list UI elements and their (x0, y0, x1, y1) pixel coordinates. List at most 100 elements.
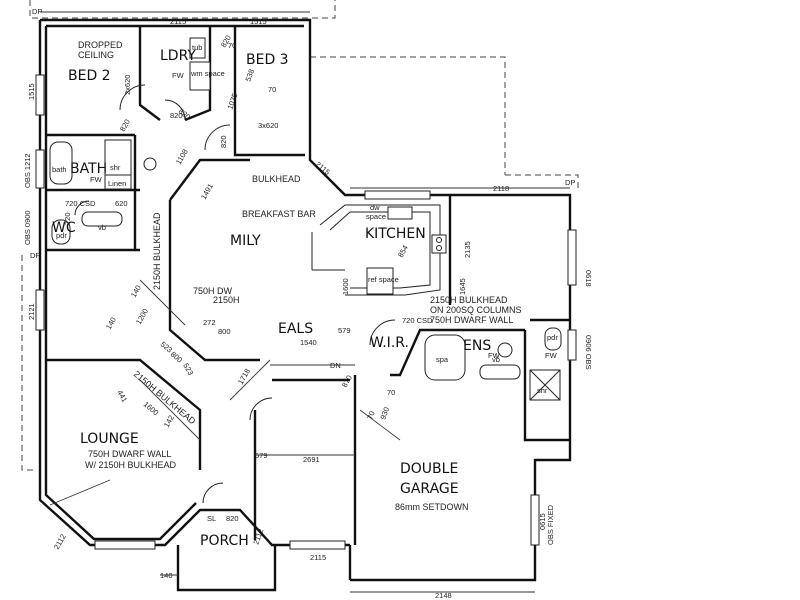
note-ens-2: ON 200SQ COLUMNS (430, 305, 522, 315)
dim-1645: 1645 (458, 278, 467, 295)
note-tub: tub (192, 43, 202, 52)
note-dp1: DP (32, 7, 42, 16)
note-csd-720: 720 CSD (65, 199, 96, 208)
dim-2121: 2121 (27, 303, 36, 320)
dim-0906: 0906 OBS (584, 335, 593, 370)
note-shr-ens: shr (537, 386, 548, 395)
dim-1515-top: 1515 (250, 17, 267, 26)
dim-1200: 1200 (134, 307, 150, 326)
note-space: space (366, 212, 386, 221)
note-obs-fixed: OBS FIXED (546, 504, 555, 545)
dim-142: 142 (162, 414, 176, 429)
note-sl: SL (207, 514, 216, 523)
dimension-lines (40, 11, 570, 593)
dim-800b: 800 (218, 327, 231, 336)
room-eals: EALS (278, 321, 313, 337)
note-pdr: pdr (56, 231, 67, 240)
windows (35, 74, 577, 550)
dim-1600-k: 1600 (341, 278, 350, 295)
note-bulkhead-2150: 2150H BULKHEAD (152, 212, 162, 290)
dim-2148: 2148 (435, 591, 452, 600)
dim-930: 930 (378, 406, 391, 421)
note-setdown: 86mm SETDOWN (395, 502, 469, 512)
note-bulkhead: BULKHEAD (252, 174, 301, 184)
dim-140a: 140 (104, 316, 118, 331)
note-shr: shr (110, 163, 121, 172)
dim-1515-l: 1515 (27, 83, 36, 100)
dim-620: 620 (115, 199, 128, 208)
room-double: DOUBLE (400, 461, 458, 477)
dim-2115-top: 2115 (170, 17, 186, 26)
dim-2x620: 2x620 (123, 75, 132, 95)
dim-854: 854 (396, 244, 410, 259)
dim-441: 441 (115, 389, 129, 404)
note-fw-bath: FW (90, 175, 103, 184)
dim-820d: 820 (219, 135, 228, 148)
dim-70c: 70 (228, 41, 236, 50)
note-pdr-ens: pdr (547, 333, 558, 342)
note-lounge-2: W/ 2150H BULKHEAD (85, 460, 177, 470)
note-dn: DN (330, 361, 341, 370)
bath-fixtures (49, 37, 562, 401)
dim-140b: 140 (129, 284, 143, 299)
note-ens-1: 2150H BULKHEAD (430, 295, 508, 305)
dim-1718: 1718 (236, 367, 252, 386)
roof-outline (21, 0, 579, 581)
dim-1212: OBS 1212 (23, 153, 32, 188)
room-garage: GARAGE (400, 481, 459, 497)
dim-2112-l: 2112 (52, 533, 68, 551)
note-fw-ldry: FW (172, 71, 185, 80)
note-dp2: DP (30, 251, 40, 260)
dim-0618: 0618 (584, 270, 593, 287)
dim-579b: 579 (255, 451, 268, 460)
room-bath: BATH (70, 161, 107, 177)
room-labels: BED 2 LDRY BED 3 BATH WC MILY KITCHEN EA… (52, 48, 491, 549)
dim-523b: 523 (181, 362, 195, 377)
dim-820-porch: 820 (226, 514, 239, 523)
note-lounge-1: 750H DWARF WALL (88, 449, 171, 459)
dim-0900: OBS 0900 (23, 210, 32, 245)
room-ldry: LDRY (160, 48, 196, 64)
note-dw: dw (370, 203, 380, 212)
dim-1075: 1075 (225, 92, 239, 111)
note-breakfast-bar: BREAKFAST BAR (242, 209, 316, 219)
note-wm: wm space (190, 69, 225, 78)
dim-272: 272 (203, 318, 216, 327)
note-vb-ens: vb (492, 355, 500, 364)
dim-870: 870 (340, 374, 354, 389)
doors (74, 84, 396, 504)
room-kitchen: KITCHEN (365, 226, 426, 242)
room-bed3: BED 3 (246, 52, 289, 68)
dim-70b: 70 (387, 388, 395, 397)
dim-2118: 2118 (493, 184, 509, 193)
room-ens: ENS (463, 338, 491, 354)
note-ref-space: ref space (368, 275, 399, 284)
note-bath-fix: bath (52, 165, 67, 174)
note-3x620: 3x620 (258, 121, 278, 130)
dim-1491: 1491 (199, 182, 215, 201)
room-porch: PORCH (200, 533, 249, 549)
dim-820a: 820 (118, 118, 132, 133)
dim-2115-bot: 2115 (310, 553, 326, 562)
room-mily: MILY (230, 233, 261, 249)
note-ceiling: CEILING (78, 50, 114, 60)
note-dw-750: 750H DW (193, 286, 233, 296)
note-dropped: DROPPED (78, 40, 123, 50)
note-fw-ens2: FW (545, 351, 558, 360)
note-ens-3: 750H DWARF WALL (430, 315, 513, 325)
dim-800: 800 (169, 350, 184, 365)
room-wir: W.I.R. (370, 335, 409, 351)
dim-1108: 1108 (174, 148, 190, 166)
note-2150h: 2150H (213, 295, 240, 305)
note-spa: spa (436, 355, 449, 364)
dim-538: 538 (243, 68, 256, 83)
dim-70d: 70 (268, 85, 276, 94)
room-lounge: LOUNGE (80, 431, 139, 447)
dim-820b: 820 (170, 111, 183, 120)
dim-70a: 70 (365, 410, 376, 421)
room-wc: WC (52, 220, 76, 236)
dim-2691: 2691 (303, 455, 320, 464)
dim-0615: 0615 (538, 513, 547, 530)
note-csd-720b: 720 CSD (402, 316, 433, 325)
